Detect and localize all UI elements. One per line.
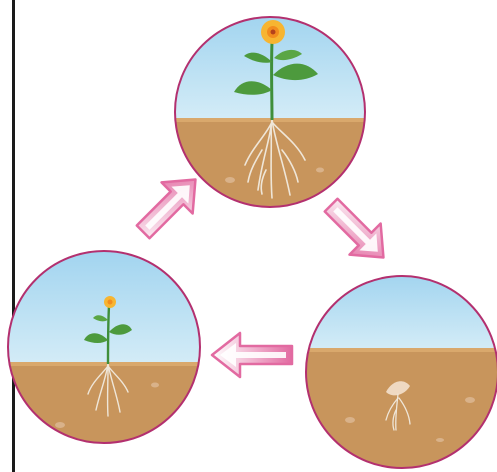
arrow-young-to-mature [128, 164, 211, 247]
arrow-mature-to-seed [316, 190, 399, 273]
stage-seed [300, 270, 497, 472]
arrow-seed-to-young [212, 333, 292, 377]
stage-young-plant [0, 245, 210, 462]
stage-mature-plant [170, 10, 370, 218]
